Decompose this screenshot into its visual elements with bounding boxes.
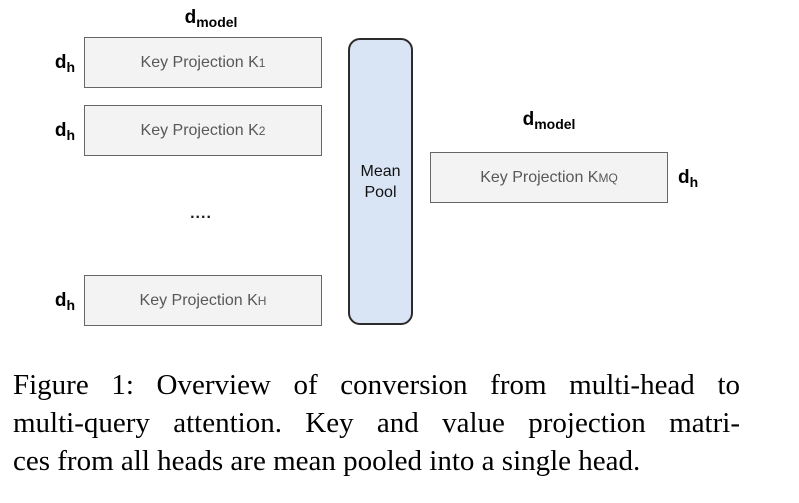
dmodel-base: d xyxy=(522,109,535,130)
dh-base: d xyxy=(54,51,67,73)
key-projection-label-subscript: MQ xyxy=(598,170,618,185)
dmodel-subscript: model xyxy=(534,115,576,132)
dh-base: d xyxy=(54,119,67,141)
caption-line-1: Figure 1: Overview of conversion from mu… xyxy=(13,369,740,401)
figure-caption: Figure 1: Overview of conversion from mu… xyxy=(13,366,740,480)
key-projection-label-subscript: 2 xyxy=(258,123,266,138)
caption-line-3: ces from all heads are mean pooled into … xyxy=(13,445,641,477)
ellipsis-dots: .... xyxy=(190,205,212,222)
key-projection-label: Key Projection K xyxy=(140,53,259,71)
dh-subscript: h xyxy=(66,296,75,313)
key-projection-label: Key Projection K xyxy=(140,121,259,139)
dh-subscript: h xyxy=(66,126,75,143)
mean-pool-label: Mean Pool xyxy=(360,162,401,201)
caption-line-2: multi-query attention. Key and value pro… xyxy=(13,407,740,439)
dh-base: d xyxy=(54,289,67,311)
dh-label-1: dh xyxy=(38,52,84,74)
dh-label-mq: dh xyxy=(668,167,698,189)
dmodel-subscript: model xyxy=(196,13,238,30)
key-projection-label-subscript: 1 xyxy=(258,55,266,70)
dh-subscript: h xyxy=(66,58,75,75)
key-projection-label: Key Projection K xyxy=(139,291,258,309)
mean-pool-box: Mean Pool xyxy=(348,38,413,325)
dmodel-label-left: dmodel xyxy=(92,7,330,29)
dh-base: d xyxy=(678,166,690,188)
dh-label-2: dh xyxy=(38,120,84,142)
dh-subscript: h xyxy=(689,173,699,190)
key-projection-label: Key Projection K xyxy=(480,168,599,186)
dmodel-label-right: dmodel xyxy=(430,109,668,131)
dh-label-h: dh xyxy=(38,290,84,312)
dmodel-base: d xyxy=(184,7,197,28)
key-projection-label-subscript: H xyxy=(257,293,267,308)
